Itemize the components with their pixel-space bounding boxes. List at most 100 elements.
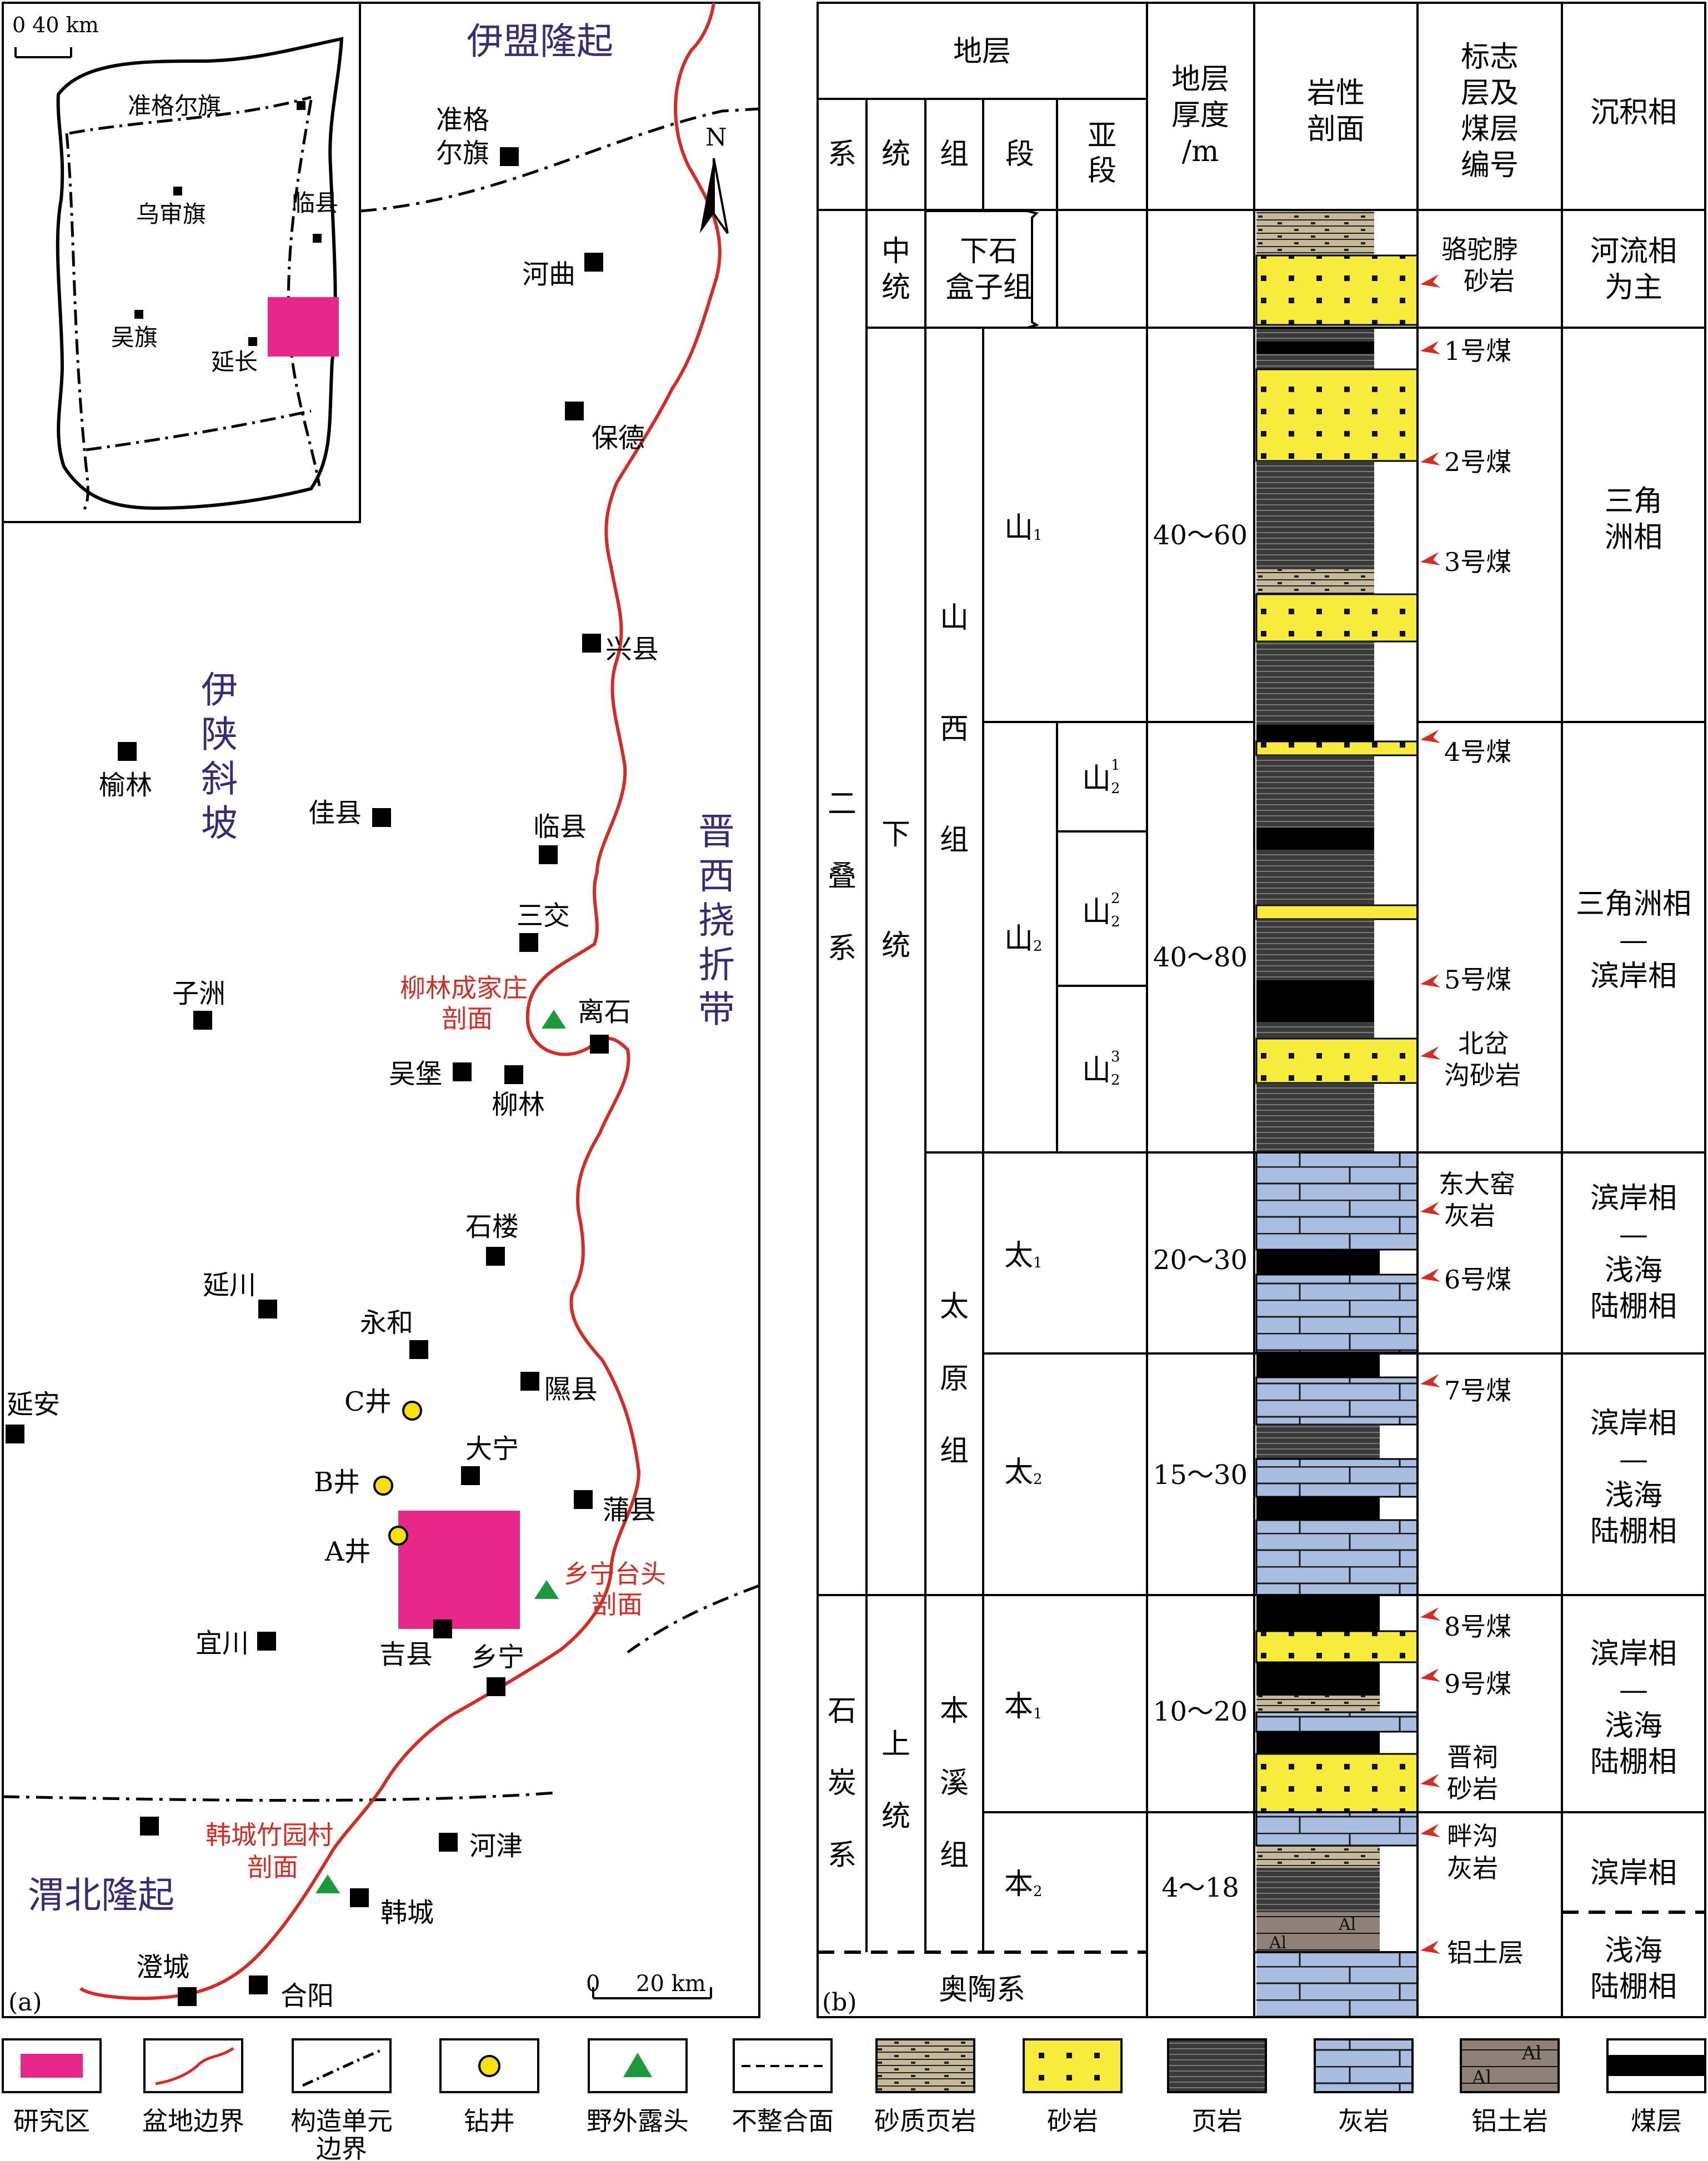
marker-arrow-icon (1420, 1668, 1440, 1682)
city-marker-yonghe (409, 1340, 428, 1359)
thickness-tai2: 15～30 (1153, 1460, 1248, 1491)
marker-arrow-icon (1420, 1046, 1440, 1060)
marker-arrow-icon (1420, 1374, 1440, 1387)
facies-coast-shelf-3: 浅海 (1605, 1709, 1662, 1743)
legend-sandy-shale-label: 砂质页岩 (874, 2106, 976, 2136)
member-shan2-sub: 2 (1033, 938, 1043, 955)
header-submember: 段 (1088, 154, 1116, 188)
study-area (398, 1511, 520, 1629)
legend-study-area-label: 研究区 (13, 2106, 90, 2136)
header-lithology: 岩性 (1307, 77, 1365, 110)
legend-sandy-shale-swatch (875, 2038, 975, 2093)
series-lower: 统 (881, 929, 910, 962)
litho-coal (1256, 1497, 1380, 1520)
legend-limestone-swatch (1314, 2038, 1414, 2093)
litho-sandstone (1255, 593, 1419, 643)
marker-coal8: 8号煤 (1444, 1612, 1511, 1642)
facies-delta-coast: 三角洲相 (1576, 888, 1691, 921)
litho-coal (1256, 980, 1374, 1022)
city-marker-xingxian (582, 634, 601, 653)
marker-labels: 骆驼脖 砂岩 1号煤 2号煤 3号煤 4号煤 5号煤 北岔 沟砂岩 东大窑 灰岩… (1439, 234, 1524, 1968)
litho-limestone (1255, 1711, 1419, 1733)
city-label-baode: 保德 (592, 423, 645, 454)
litho-shale (1256, 1083, 1374, 1152)
city-marker-yulin (118, 742, 137, 761)
city-label-shilou: 石楼 (465, 1211, 519, 1242)
legend-tectonic-boundary-label: 边界 (316, 2134, 367, 2161)
submember-shan2-1-sub: 2 (1111, 780, 1120, 797)
litho-shale (1256, 328, 1374, 342)
litho-sandy-shale (1256, 211, 1374, 222)
marker-lvtu: 铝土层 (1447, 1938, 1524, 1968)
marker-jinci: 晋祠 (1447, 1742, 1498, 1772)
legend-item-outcrop: 野外露头 (587, 2038, 689, 2136)
marker-coal1: 1号煤 (1444, 336, 1511, 366)
submember-shan2-2-sup: 2 (1111, 890, 1120, 907)
litho-coal (1256, 342, 1374, 354)
series-lower: 下 (881, 818, 910, 851)
litho-shale (1256, 919, 1374, 980)
main-scale: 0 20 km (586, 1971, 712, 1999)
region-yishan-char: 斜 (201, 758, 238, 800)
outcrops: 柳林成家庄 剖面 乡宁台头 剖面 韩城竹园村 剖面 (206, 973, 666, 1893)
region-jinxi-char: 挠 (698, 899, 735, 942)
city-label-liulin: 柳林 (492, 1089, 545, 1120)
column-headers: 地层 系 统 组 段 亚 段 地层 厚度 /m 岩性 剖面 标志 层及 煤层 编… (828, 35, 1677, 188)
header-system: 系 (828, 138, 856, 171)
inset-scale-label: 0 40 km (12, 13, 99, 37)
legend-item-sandstone: 砂岩 (1023, 2038, 1123, 2136)
series-middle: 统 (881, 271, 910, 304)
city-marker-hancheng (350, 1888, 369, 1907)
city-marker-lishi (590, 1035, 609, 1054)
header-thickness: 地层 (1171, 63, 1229, 96)
litho-limestone (1255, 1376, 1419, 1426)
section-xiangning-label: 剖面 (592, 1590, 643, 1620)
litho-sandstone (1255, 904, 1419, 920)
inset-boundary-west (65, 133, 89, 512)
city-marker-baode (565, 402, 584, 420)
city-label-puxian: 蒲县 (603, 1495, 656, 1526)
region-yishan: 伊 陕 斜 坡 (201, 669, 238, 845)
thickness-shan2: 40～80 (1153, 942, 1248, 973)
basin-boundary (79, 2, 722, 2000)
litho-limestone (1255, 1151, 1419, 1251)
legend-bauxite-swatch (1460, 2038, 1560, 2093)
tectonic-boundary-north (359, 107, 760, 213)
series-upper: 上 (881, 1728, 910, 1761)
city-marker-linxian (539, 845, 558, 864)
litho-sandstone (1255, 740, 1419, 756)
header-member: 段 (1005, 138, 1034, 171)
facies-coast-shelf-1: 滨岸相 (1590, 1182, 1677, 1215)
header-marker: 层及 (1461, 77, 1519, 110)
city-label-zhungeer: 尔旗 (436, 138, 489, 169)
legend-bauxite-label: 铝土岩 (1471, 2106, 1548, 2136)
region-jinxi-char: 折 (698, 944, 735, 986)
legend-well-icon (478, 2055, 500, 2077)
submember-shan2-3: 山 (1082, 1054, 1111, 1087)
formation-shanxi: 组 (940, 824, 969, 857)
legend-study-area-swatch (21, 2054, 83, 2078)
city-marker-zhungeer (500, 147, 519, 166)
city-label-heyang: 合阳 (281, 1981, 334, 2012)
region-yimeng: 伊盟隆起 (467, 20, 613, 63)
series-upper: 统 (881, 1800, 910, 1833)
member-tai2: 太 (1004, 1456, 1033, 1489)
submember-shan2-1-sup: 1 (1111, 757, 1120, 774)
tectonic-boundary-southeast (627, 1584, 760, 1654)
litho-coal (1256, 828, 1374, 850)
formation-xiashihezi: 下石 (960, 235, 1018, 268)
litho-limestone (1255, 1519, 1419, 1596)
marker-arrow-icon (1420, 274, 1440, 288)
legend-well-label: 钻井 (464, 2106, 515, 2136)
outcrop-hancheng-icon (315, 1874, 340, 1893)
marker-arrow-icon (1420, 1607, 1440, 1621)
well-b-icon (373, 1476, 393, 1496)
main-scale-value: 20 km (636, 1971, 706, 1997)
city-label-zizhou: 子洲 (172, 978, 226, 1009)
city-label-wubao: 吴堡 (389, 1059, 442, 1090)
inset-city-marker (173, 187, 182, 195)
city-marker-wubao (453, 1062, 472, 1081)
litho-shale (1256, 1868, 1380, 1912)
marker-coal6: 6号煤 (1444, 1265, 1511, 1295)
cities: 准格 尔旗 河曲 保德 兴县 榆林 佳县 临县 三交 子洲 离石 吴堡 柳林 (6, 104, 659, 2012)
